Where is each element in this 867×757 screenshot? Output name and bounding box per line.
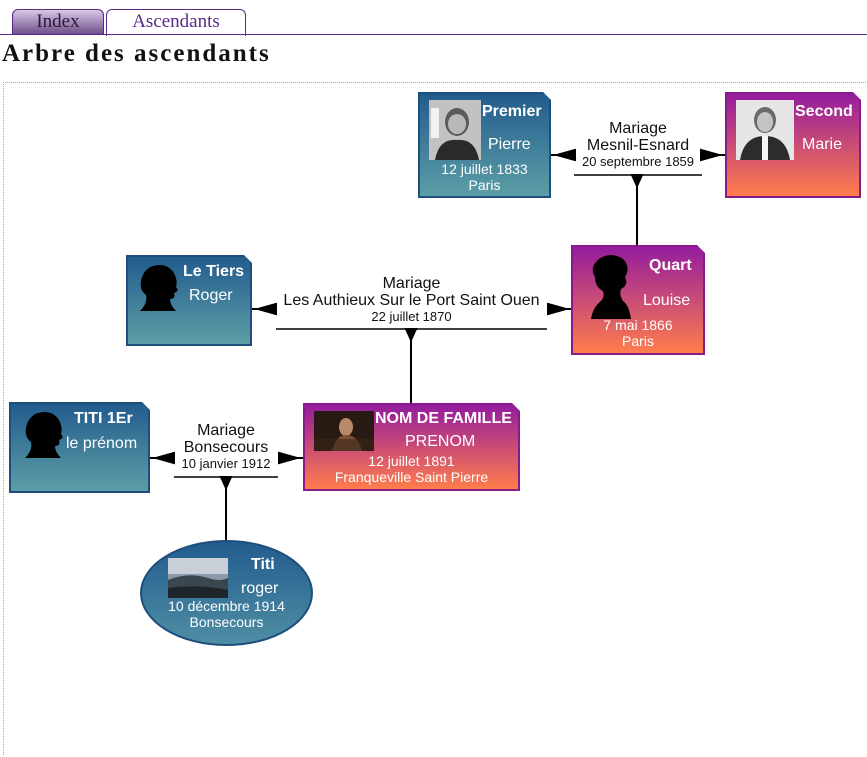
person-firstname: le prénom [66, 435, 138, 452]
person-date: 7 mai 1866 [603, 317, 673, 333]
person-firstname: PRENOM [405, 433, 476, 450]
person-firstname: Marie [802, 136, 843, 153]
arrow-m3-down [219, 476, 233, 491]
marriage-title: Mariage [609, 120, 667, 137]
marriage-place: Mesnil-Esnard [586, 137, 690, 154]
arrow-m2-right [547, 302, 570, 316]
person-place: Franqueville Saint Pierre [334, 469, 489, 485]
marriage-label-3: Mariage Bonsecours 10 janvier 1912 [174, 422, 278, 472]
tab-index[interactable]: Index [12, 9, 104, 35]
marriage-place: Les Authieux Sur le Port Saint Ouen [283, 292, 540, 309]
person-firstname: roger [241, 580, 279, 597]
person-card-quart[interactable]: Quart Louise 7 mai 1866 Paris [571, 245, 705, 355]
person-firstname: Louise [643, 292, 691, 309]
person-firstname: Roger [189, 287, 233, 304]
female-silhouette-icon [585, 253, 633, 319]
person-surname: TITI 1Er [74, 410, 133, 427]
marriage-label-2: Mariage Les Authieux Sur le Port Saint O… [276, 275, 547, 325]
male-silhouette-icon [21, 410, 67, 458]
marriage-place: Bonsecours [183, 439, 269, 456]
person-date: 10 décembre 1914 [168, 598, 285, 614]
arrow-m1-right [700, 148, 723, 162]
male-silhouette-icon [136, 263, 182, 311]
portrait-photo [314, 411, 374, 451]
marriage-date: 22 juillet 1870 [371, 309, 452, 324]
marriage-title: Mariage [197, 422, 255, 439]
person-place: Paris [622, 333, 654, 349]
marriage-label-1: Mariage Mesnil-Esnard 20 septembre 1859 [574, 120, 702, 170]
person-surname: NOM DE FAMILLE [375, 410, 512, 427]
person-place: Paris [468, 177, 501, 193]
person-card-nom-de-famille[interactable]: NOM DE FAMILLE PRENOM 12 juillet 1891 Fr… [303, 403, 520, 491]
arrow-m2-down [404, 328, 418, 343]
arrow-m3-right [278, 451, 301, 465]
person-surname: Le Tiers [183, 263, 245, 280]
person-firstname: Pierre [488, 136, 531, 153]
person-card-second[interactable]: Second Marie [725, 92, 861, 198]
person-place: Bonsecours [189, 614, 264, 630]
person-date: 12 juillet 1891 [368, 453, 455, 469]
person-surname: Quart [649, 257, 692, 274]
person-card-le-tiers[interactable]: Le Tiers Roger [126, 255, 252, 346]
tab-bar: Index Ascendants [0, 0, 867, 36]
tab-ascendants[interactable]: Ascendants [106, 9, 246, 36]
portrait-photo [736, 100, 794, 160]
arrow-m2-left [254, 302, 277, 316]
tree-frame [3, 82, 867, 755]
marriage-date: 10 janvier 1912 [181, 456, 271, 471]
arrow-m1-down [630, 174, 644, 189]
marriage-date: 20 septembre 1859 [581, 154, 695, 169]
tab-divider [0, 34, 867, 35]
landscape-photo [168, 558, 228, 598]
marriage-title: Mariage [382, 275, 441, 292]
person-card-titi[interactable]: Titi roger 10 décembre 1914 Bonsecours [140, 540, 313, 646]
person-surname: Second [795, 103, 853, 120]
person-date: 12 juillet 1833 [441, 161, 528, 177]
person-card-premier[interactable]: Premier Pierre 12 juillet 1833 Paris [418, 92, 551, 198]
arrow-m1-left [553, 148, 576, 162]
page-title: Arbre des ascendants [2, 40, 271, 67]
portrait-photo [429, 100, 481, 160]
person-card-titi-1er[interactable]: TITI 1Er le prénom [9, 402, 150, 493]
person-surname: Titi [251, 556, 275, 573]
arrow-m3-left [152, 451, 175, 465]
person-surname: Premier [482, 103, 542, 120]
